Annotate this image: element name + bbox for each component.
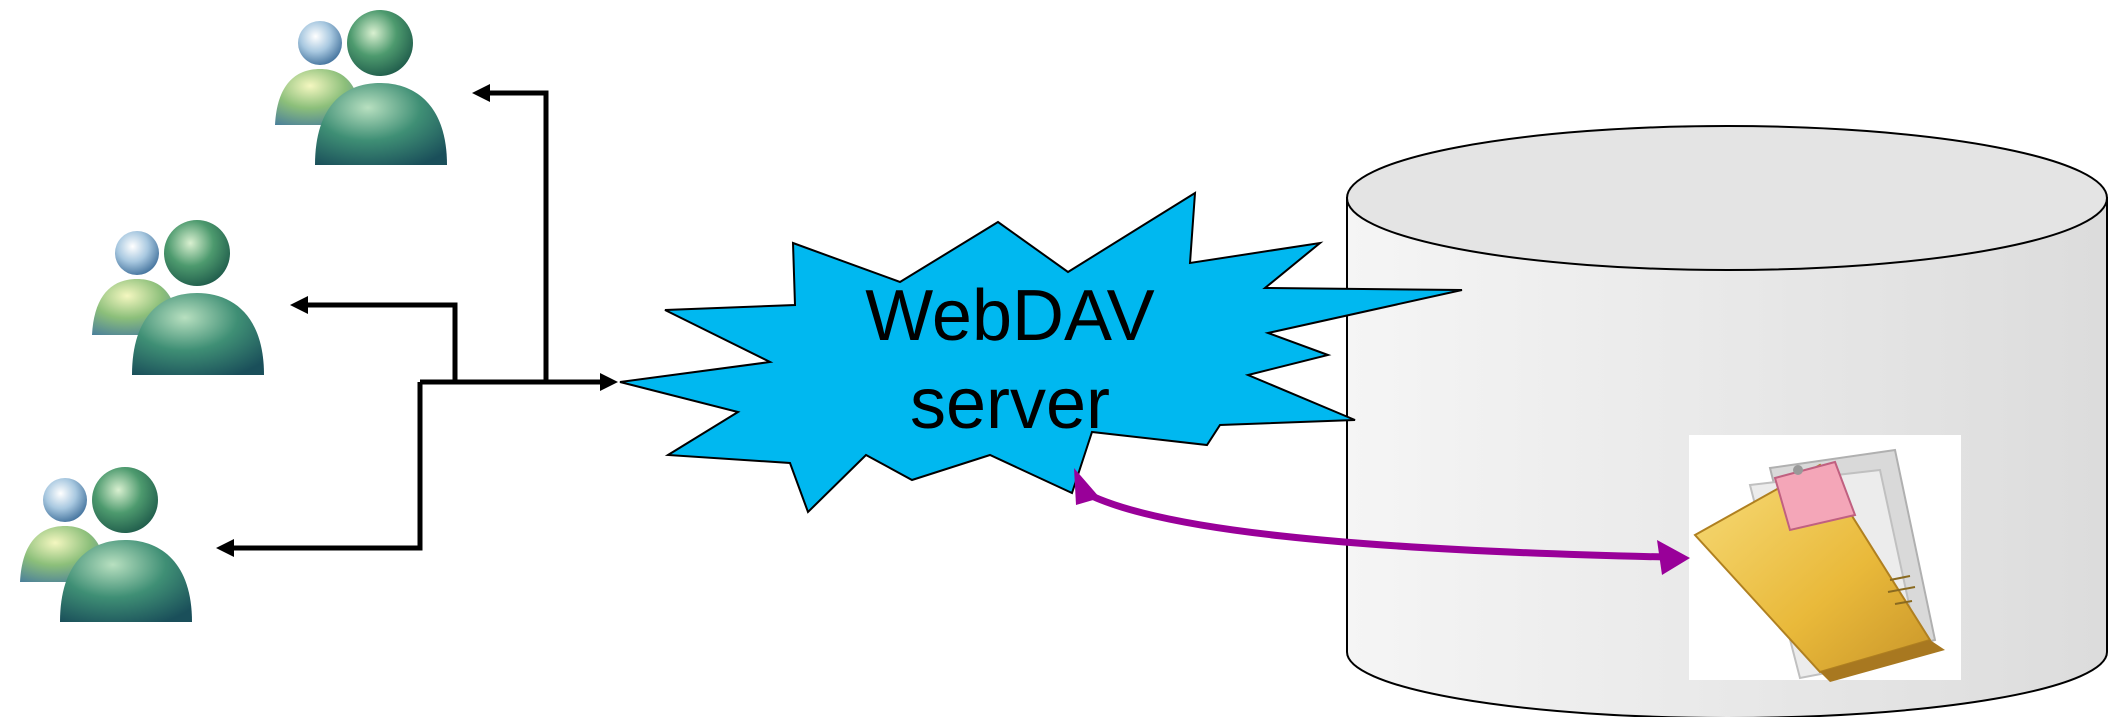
users-icon	[92, 220, 264, 375]
arrow-heads	[216, 84, 618, 557]
users-icon	[275, 10, 447, 165]
users-icon	[20, 467, 192, 622]
arrow-to-user-top	[472, 84, 490, 102]
sync-arrow	[1074, 468, 1690, 575]
branch-top	[478, 90, 549, 382]
branch-middle	[296, 302, 458, 382]
webdav-server-burst: WebDAV server	[619, 191, 1463, 514]
server-label-line1: WebDAV	[865, 276, 1154, 356]
branch-bottom	[222, 382, 423, 551]
arrow-to-server	[600, 373, 618, 391]
document-folder-icon	[1689, 435, 1961, 682]
client-connectors	[222, 90, 608, 551]
sync-arrow-head-server	[1074, 468, 1100, 505]
arrow-to-user-bottom	[216, 539, 234, 557]
server-label-line2: server	[910, 364, 1110, 444]
sync-arrow-head-folder	[1657, 540, 1690, 575]
arrow-to-user-middle	[290, 296, 308, 314]
